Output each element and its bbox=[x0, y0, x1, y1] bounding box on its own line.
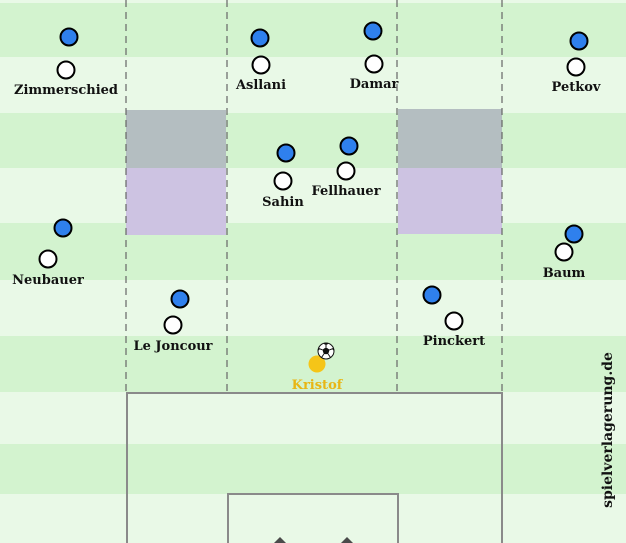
pitch-stripe bbox=[0, 392, 626, 444]
player-fellhauer: Fellhauer bbox=[311, 161, 381, 199]
player-sahin: Sahin bbox=[262, 171, 304, 210]
player-label: Pinckert bbox=[423, 334, 485, 349]
player-zimmerschied: Zimmerschied bbox=[14, 60, 118, 98]
highlight-zone-right bbox=[398, 109, 502, 234]
blue-player-marker bbox=[170, 289, 190, 309]
blue-player-marker bbox=[276, 143, 296, 163]
pitch-stripe bbox=[0, 494, 626, 543]
player-label: Baum bbox=[543, 266, 586, 281]
player-label: Sahin bbox=[262, 195, 304, 210]
pitch-stripe bbox=[0, 280, 626, 336]
player-label: Damar bbox=[350, 77, 399, 92]
penalty-area bbox=[126, 392, 503, 543]
team-white-players: Zimmerschied Asllani Damar Petkov Sahin … bbox=[12, 54, 601, 354]
player-label: Neubauer bbox=[12, 273, 84, 288]
player-baum: Baum bbox=[543, 242, 586, 281]
pitch-stripe bbox=[0, 168, 626, 223]
pitch-stripe bbox=[0, 0, 626, 3]
pitch-stripe bbox=[0, 57, 626, 113]
pitch-stripe bbox=[0, 3, 626, 57]
player-petkov: Petkov bbox=[552, 57, 601, 95]
blue-player-marker bbox=[339, 136, 359, 156]
team-blue-markers bbox=[53, 21, 589, 309]
white-player-marker bbox=[554, 242, 574, 262]
player-damar: Damar bbox=[350, 54, 399, 92]
white-player-marker bbox=[364, 54, 384, 74]
blue-player-marker bbox=[250, 28, 270, 48]
player-asllani: Asllani bbox=[235, 55, 286, 93]
blue-player-marker bbox=[569, 31, 589, 51]
ball-icon bbox=[317, 342, 335, 360]
white-player-marker bbox=[273, 171, 293, 191]
blue-player-marker bbox=[53, 218, 73, 238]
watermark: spielverlagerung.de bbox=[600, 352, 616, 508]
white-player-marker bbox=[444, 311, 464, 331]
player-label: Asllani bbox=[235, 78, 286, 93]
penalty-box bbox=[126, 392, 503, 543]
pitch-stripe bbox=[0, 223, 626, 280]
goal-area bbox=[227, 493, 399, 543]
white-player-marker bbox=[56, 60, 76, 80]
goal-post-mark-right bbox=[341, 537, 353, 543]
white-player-marker bbox=[163, 315, 183, 335]
highlight-zone-left bbox=[126, 110, 226, 235]
ball-carrier-marker bbox=[308, 355, 326, 373]
player-neubauer: Neubauer bbox=[12, 249, 84, 288]
blue-player-marker bbox=[422, 285, 442, 305]
white-player-marker bbox=[38, 249, 58, 269]
player-label: Fellhauer bbox=[311, 184, 380, 199]
pitch-stripe bbox=[0, 113, 626, 168]
player-label: Zimmerschied bbox=[14, 83, 118, 98]
white-player-marker bbox=[336, 161, 356, 181]
goal-post-mark-left bbox=[274, 537, 286, 543]
blue-player-marker bbox=[564, 224, 584, 244]
white-player-marker bbox=[251, 55, 271, 75]
blue-player-marker bbox=[59, 27, 79, 47]
player-label: Le Joncour bbox=[133, 339, 212, 354]
channel-lines bbox=[125, 0, 503, 392]
pitch-stripe bbox=[0, 444, 626, 494]
player-label: Petkov bbox=[552, 80, 601, 95]
player-le-joncour: Le Joncour bbox=[133, 315, 213, 354]
goal-post-marks bbox=[274, 537, 353, 543]
white-player-marker bbox=[566, 57, 586, 77]
player-pinckert: Pinckert bbox=[423, 311, 485, 349]
ball-carrier-label: Kristof bbox=[292, 378, 344, 393]
blue-player-marker bbox=[363, 21, 383, 41]
ball-carrier-kristof: Kristof bbox=[292, 355, 344, 393]
